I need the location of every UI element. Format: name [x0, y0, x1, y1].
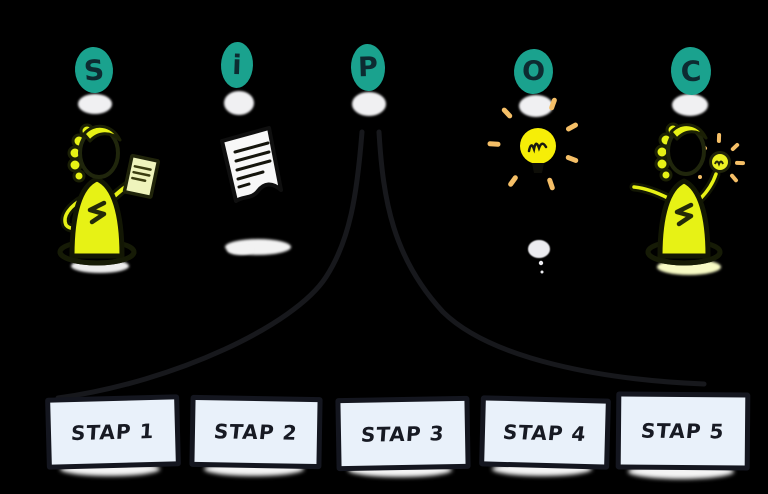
step-box-5: STAP 5	[615, 391, 751, 471]
output-lightbulb-icon	[487, 97, 579, 274]
light-rays	[487, 97, 579, 191]
step-label: STAP 1	[70, 418, 156, 446]
supplier-person-icon	[57, 123, 161, 273]
chest-logo	[87, 200, 107, 225]
document-text-lines	[233, 141, 272, 189]
input-document-icon	[220, 126, 291, 255]
step-box-1: STAP 1	[45, 394, 181, 470]
step-label: STAP 3	[360, 420, 446, 447]
step-box-2: STAP 2	[189, 394, 323, 470]
process-branch-lines	[55, 129, 707, 401]
drip-highlight	[528, 240, 550, 274]
note-paper-icon	[122, 153, 161, 199]
chest-logo	[674, 202, 694, 227]
step-box-3: STAP 3	[335, 395, 471, 472]
step-label: STAP 4	[501, 419, 589, 446]
step-label: STAP 5	[640, 418, 726, 444]
customer-person-icon	[629, 122, 745, 275]
idea-coin-icon	[697, 133, 745, 183]
step-box-4: STAP 4	[479, 395, 611, 470]
step-label: STAP 2	[212, 419, 300, 445]
letter-shadow-blobs	[78, 91, 708, 117]
